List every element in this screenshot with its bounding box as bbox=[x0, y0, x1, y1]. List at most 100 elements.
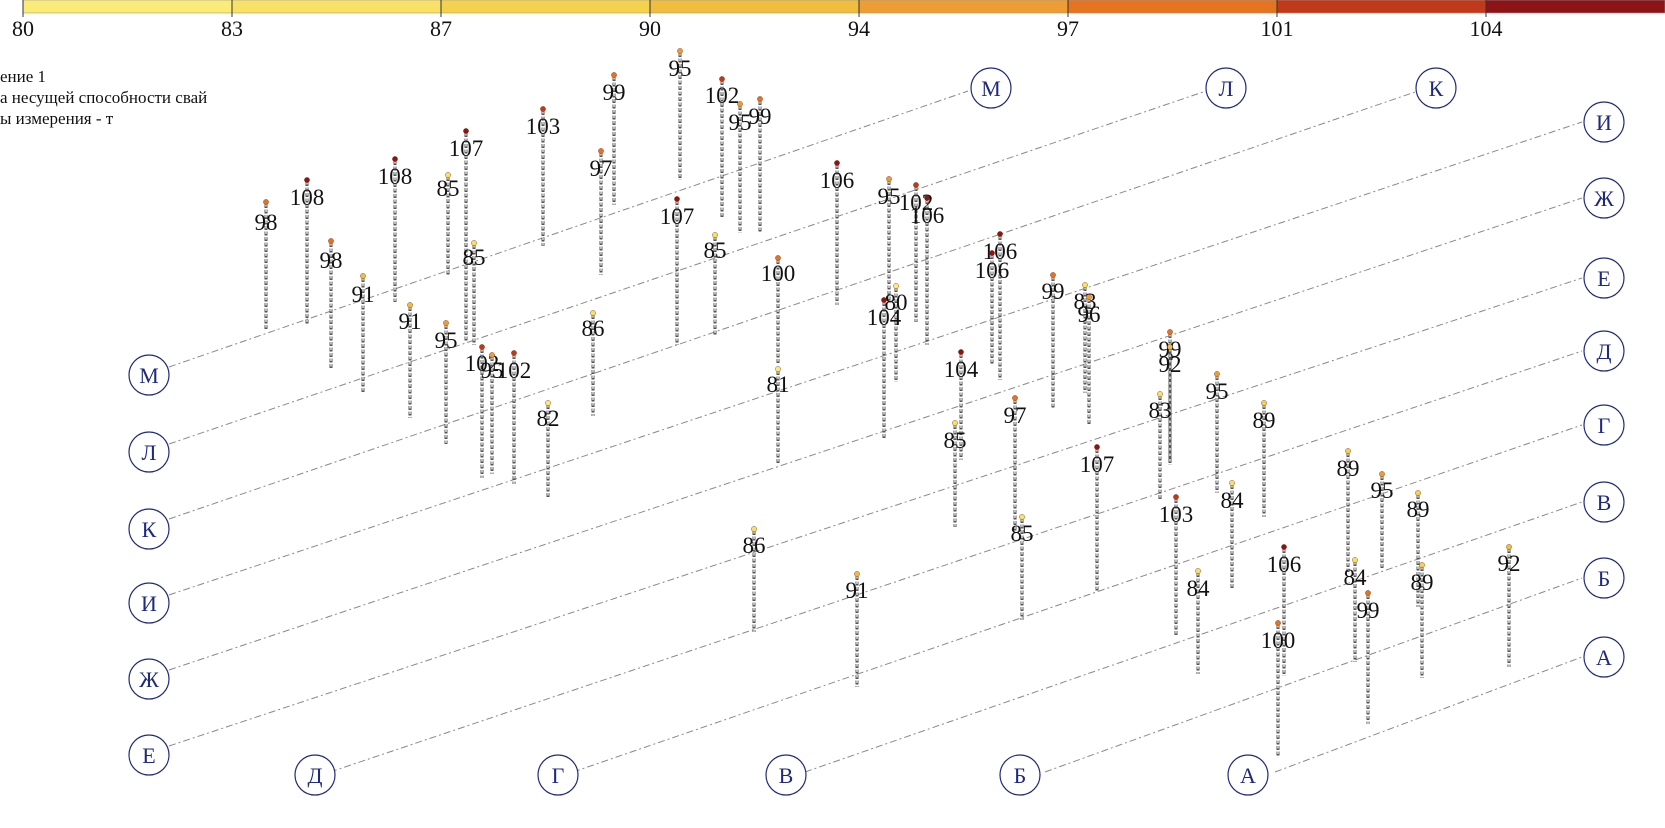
pile: 86 bbox=[743, 526, 766, 632]
pile: 85 bbox=[944, 420, 967, 527]
pile: 91 bbox=[399, 302, 422, 418]
legend-tick-label: 94 bbox=[848, 16, 870, 41]
pile-head-marker bbox=[611, 72, 617, 78]
pile-head-marker bbox=[1157, 391, 1163, 397]
axis-label-circle bbox=[128, 431, 170, 473]
pile-value-label: 91 bbox=[352, 282, 375, 307]
axis-label-text: И bbox=[141, 591, 157, 616]
pile: 98 bbox=[255, 199, 278, 330]
pile-value-label: 82 bbox=[537, 406, 560, 431]
axis-grid-lines bbox=[168, 90, 1583, 773]
pile-head-marker bbox=[1082, 282, 1088, 288]
pile-value-label: 91 bbox=[399, 309, 422, 334]
pile-head-marker bbox=[958, 349, 964, 355]
axis-label: И bbox=[128, 582, 170, 624]
axis-label-circle bbox=[1415, 67, 1457, 109]
axis-label: Б bbox=[1583, 557, 1625, 599]
axis-label-text: Б bbox=[1598, 566, 1611, 591]
axis-label: В bbox=[1583, 481, 1625, 523]
pile-head-marker bbox=[751, 526, 757, 532]
axis-label-text: Ж bbox=[1594, 186, 1614, 211]
pile-value-label: 85 bbox=[944, 428, 967, 453]
axis-label-circle bbox=[970, 67, 1012, 109]
pile-head-marker bbox=[1214, 371, 1220, 377]
title-line-3: ы измерения - т bbox=[0, 109, 114, 128]
axis-label-text: А bbox=[1240, 763, 1256, 788]
pile-head-marker bbox=[719, 76, 725, 82]
pile: 102 bbox=[497, 350, 532, 484]
pile-head-marker bbox=[392, 156, 398, 162]
pile-head-marker bbox=[1086, 294, 1092, 300]
axis-label-text: Е bbox=[1597, 266, 1610, 291]
axis-label-circle bbox=[128, 658, 170, 700]
pile: 95 bbox=[878, 176, 901, 303]
axis-label: М bbox=[128, 354, 170, 396]
axis-label: Д bbox=[294, 754, 336, 796]
pile-head-marker bbox=[712, 232, 718, 238]
legend-tick-label: 90 bbox=[639, 16, 661, 41]
legend-swatch bbox=[231, 0, 442, 14]
pile-value-label: 85 bbox=[1011, 521, 1034, 546]
pile-head-marker bbox=[463, 128, 469, 134]
pile-value-label: 95 bbox=[481, 358, 504, 383]
axis-label: Л bbox=[128, 431, 170, 473]
axis-label-circle bbox=[1583, 481, 1625, 523]
pile: 106 bbox=[975, 250, 1009, 365]
pile: 82 bbox=[537, 400, 560, 497]
pile: 85 bbox=[463, 240, 486, 345]
pile-head-marker bbox=[952, 420, 958, 426]
pile-value-label: 83 bbox=[1149, 398, 1172, 423]
axis-label-text: Г bbox=[1598, 413, 1611, 438]
pile: 95 bbox=[669, 48, 692, 180]
pile-head-marker bbox=[1352, 557, 1358, 563]
pile-value-label: 81 bbox=[767, 372, 790, 397]
pile-head-marker bbox=[893, 283, 899, 289]
pile-head-marker bbox=[1019, 514, 1025, 520]
pile: 107 bbox=[660, 196, 694, 345]
pile-value-label: 107 bbox=[1080, 452, 1115, 477]
axis-label-text: М bbox=[981, 76, 1001, 101]
pile-head-marker bbox=[360, 273, 366, 279]
pile-value-label: 102 bbox=[497, 358, 532, 383]
axis-label: Д bbox=[1583, 330, 1625, 372]
pile: 96 bbox=[1078, 294, 1101, 424]
pile: 106 bbox=[1267, 544, 1301, 676]
pile-value-label: 97 bbox=[1004, 403, 1027, 428]
axis-label-text: М bbox=[139, 363, 159, 388]
pile-value-label: 92 bbox=[1498, 551, 1521, 576]
axis-label: И bbox=[1583, 101, 1625, 143]
pile-head-marker bbox=[886, 176, 892, 182]
pile-head-marker bbox=[1167, 344, 1173, 350]
pile-head-marker bbox=[1415, 490, 1421, 496]
axis-label: А bbox=[1583, 636, 1625, 678]
pile-head-marker bbox=[1281, 544, 1287, 550]
pile: 99 bbox=[1042, 272, 1065, 408]
pile-markers: 9810898911089195851078510310295102828697… bbox=[255, 48, 1521, 756]
pile-head-marker bbox=[834, 160, 840, 166]
pile-value-label: 95 bbox=[1206, 379, 1229, 404]
axis-line bbox=[168, 90, 969, 368]
legend-swatch bbox=[1485, 0, 1665, 14]
axis-label: Ж bbox=[1583, 177, 1625, 219]
pile-value-label: 84 bbox=[1187, 576, 1211, 601]
pile: 107 bbox=[449, 128, 483, 342]
pile-head-marker bbox=[674, 196, 680, 202]
axis-label-circle bbox=[128, 582, 170, 624]
pile-value-label: 98 bbox=[320, 248, 343, 273]
pile-value-label: 108 bbox=[378, 164, 413, 189]
axis-label-text: Д bbox=[307, 763, 322, 788]
axis-label-circle bbox=[294, 754, 336, 796]
pile-head-marker bbox=[445, 172, 451, 178]
pile-head-marker bbox=[471, 240, 477, 246]
pile-head-marker bbox=[1275, 620, 1281, 626]
pile: 95 bbox=[729, 101, 752, 233]
pile-head-marker bbox=[1195, 568, 1201, 574]
axis-label-circle bbox=[128, 734, 170, 776]
axis-label-circle bbox=[1583, 557, 1625, 599]
axis-label: М bbox=[970, 67, 1012, 109]
legend-swatch bbox=[22, 0, 233, 14]
pile: 102 bbox=[899, 182, 933, 322]
pile-value-label: 95 bbox=[878, 184, 901, 209]
pile-value-label: 106 bbox=[983, 239, 1018, 264]
